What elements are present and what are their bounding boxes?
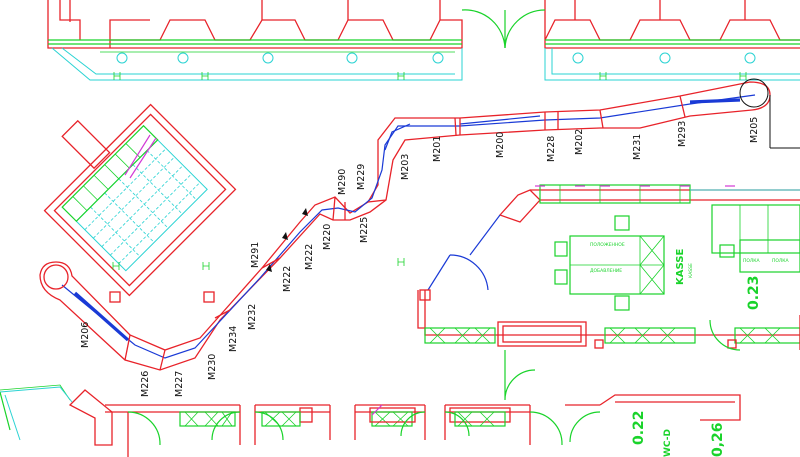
stair-handrail — [124, 134, 157, 179]
segment-label: M200 — [495, 132, 506, 158]
furniture-label: ДОБАВЛЕНИЕ — [590, 268, 622, 274]
segment-label: M232 — [247, 304, 258, 330]
top-right-building — [544, 0, 800, 49]
dimension-label: 0,26 — [710, 422, 726, 457]
segment-label: M229 — [356, 164, 367, 190]
segment-label: M234 — [228, 326, 239, 352]
segment-label: M222 — [304, 244, 315, 270]
wc-label: WC-D — [663, 429, 673, 457]
staircase — [43, 103, 237, 297]
facade-band — [51, 47, 800, 81]
column-posts — [109, 258, 405, 303]
segment-label: M290 — [337, 169, 348, 195]
segment-label: M227 — [174, 371, 185, 397]
dimension-label: 0.23 — [746, 275, 762, 310]
duct-route — [39, 78, 800, 371]
segment-label: M226 — [140, 371, 151, 397]
bottom-door-arcs — [0, 319, 741, 446]
top-entrance-doors — [461, 9, 546, 49]
segment-label: M293 — [677, 121, 688, 147]
segment-label: M220 — [322, 224, 333, 250]
segment-label: M231 — [632, 134, 643, 160]
segment-label: M202 — [574, 129, 585, 155]
furniture-label: ПОЛКА — [772, 258, 790, 264]
segment-label: M222 — [282, 266, 293, 292]
room-labels: KASSE КАSSE 0.23 0.22 0,26 WC-D — [631, 249, 762, 457]
segment-label: M225 — [359, 217, 370, 243]
segment-label: M206 — [80, 322, 91, 348]
segment-label: M291 — [250, 242, 261, 268]
dimension-label: 0.22 — [631, 410, 647, 445]
furniture: ПОЛОЖЕННОЕ ДОБАВЛЕНИЕ ПОЛКА ПОЛКА — [554, 204, 800, 311]
segment-label: M228 — [546, 136, 557, 162]
furniture-label: ПОЛКА — [743, 258, 761, 264]
kasse-sublabel: КАSSE — [688, 263, 694, 278]
segment-label: M201 — [432, 136, 443, 162]
top-left-building — [47, 0, 463, 49]
bottom-wall — [68, 389, 741, 457]
segment-labels: M205 M293 M231 M202 M228 M200 M201 M203 … — [80, 117, 760, 397]
segment-label: M205 — [749, 117, 760, 143]
kasse-label: KASSE — [675, 249, 686, 285]
furniture-label: ПОЛОЖЕННОЕ — [590, 242, 625, 248]
right-room — [417, 184, 800, 350]
segment-label: M230 — [207, 354, 218, 380]
segment-label: M203 — [400, 154, 411, 180]
